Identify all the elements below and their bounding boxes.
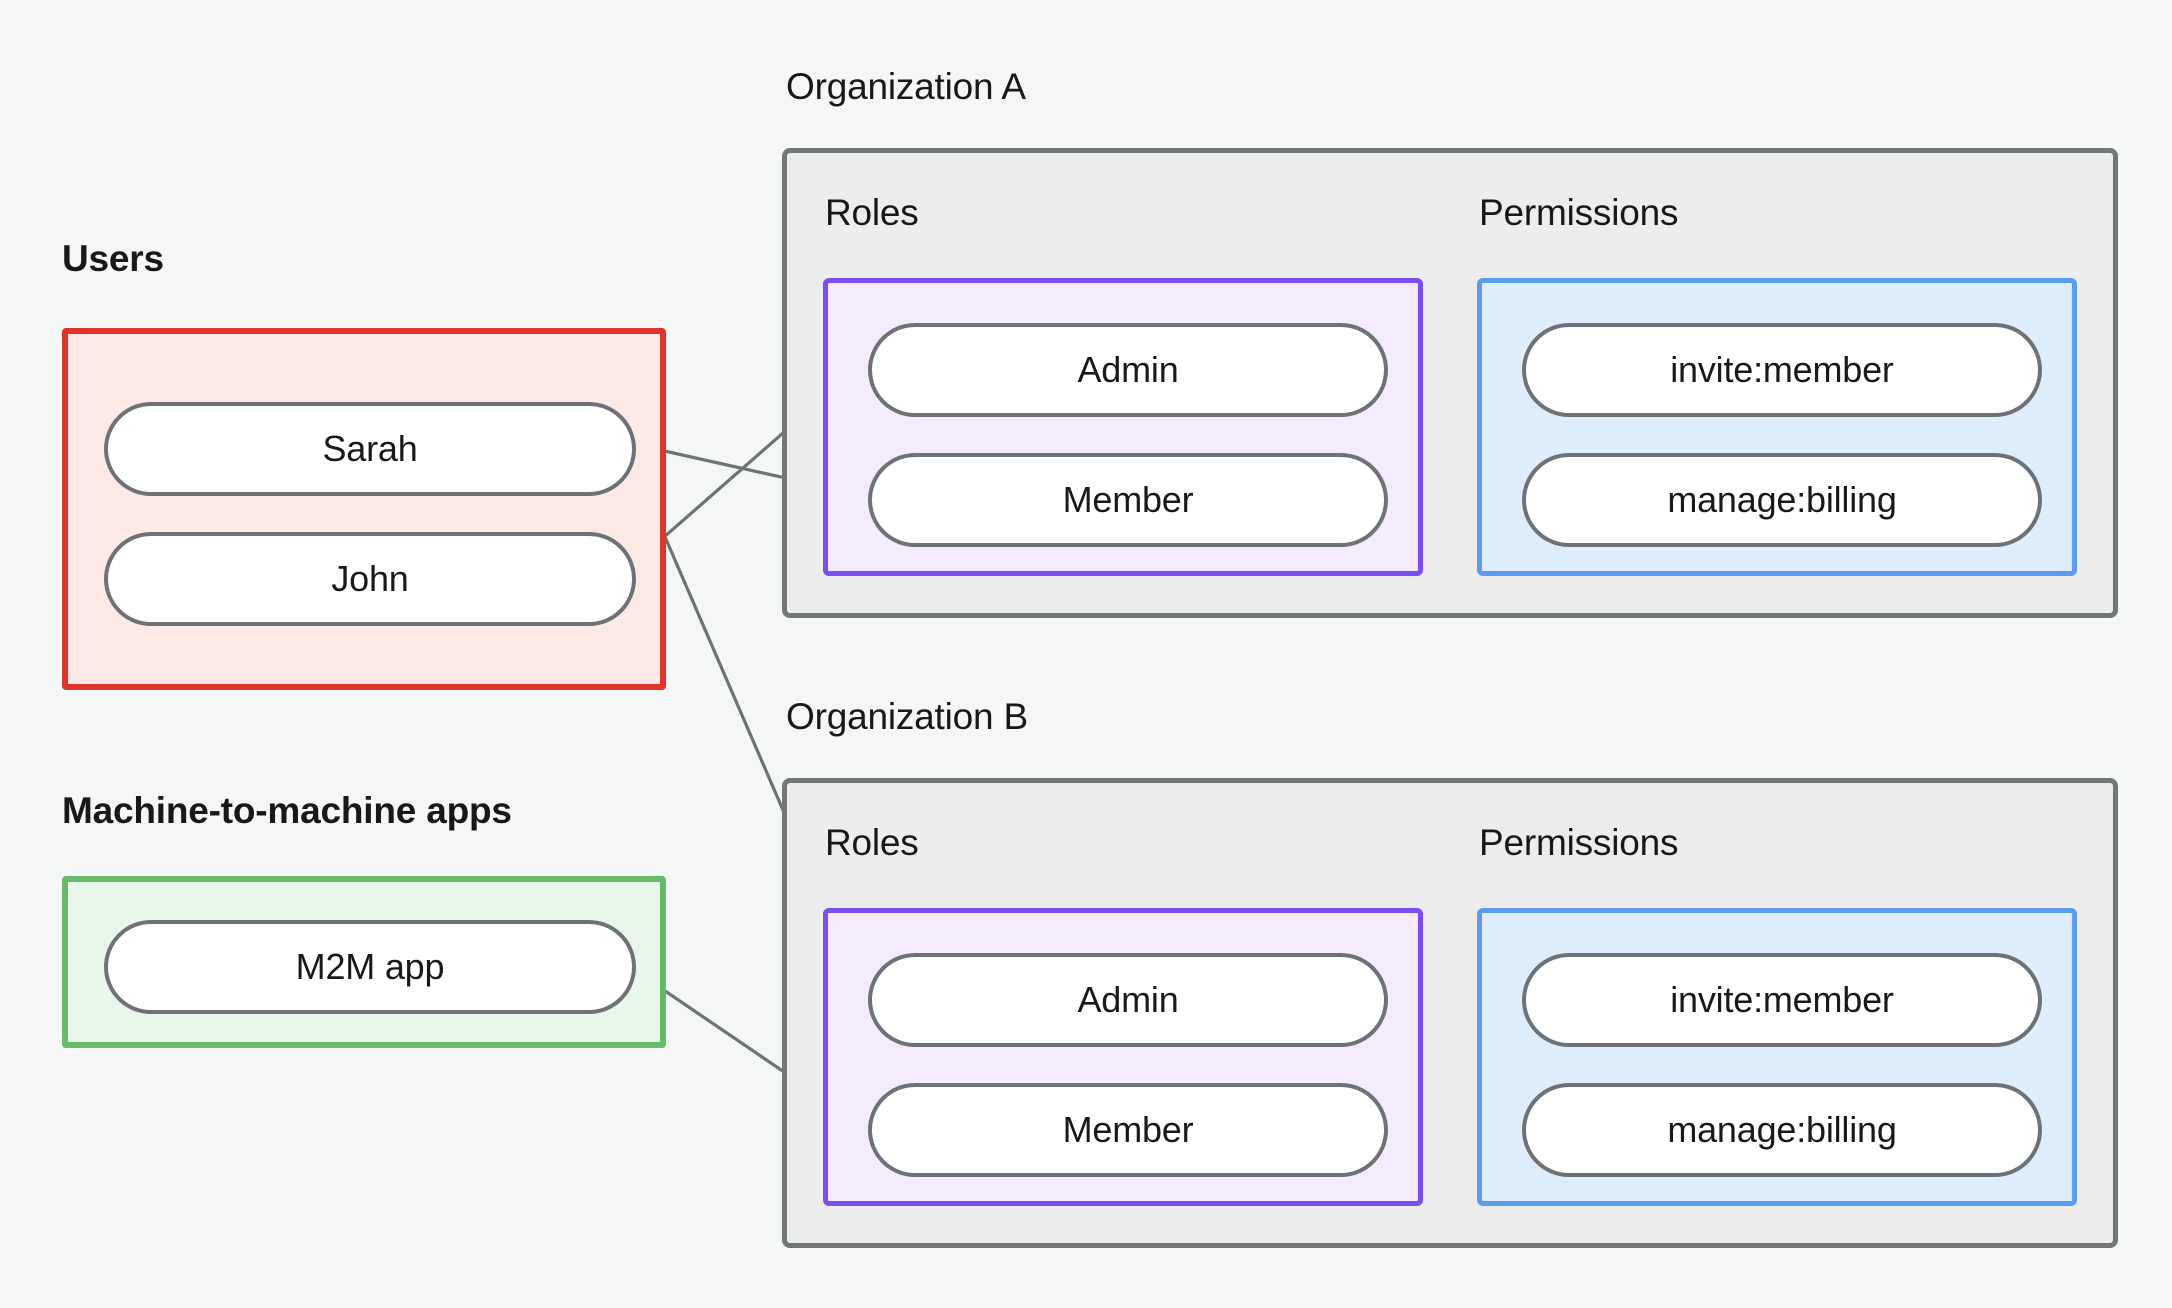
users-caption: Users [62,238,164,279]
m2m-group: M2M app [62,876,666,1048]
org-a-caption: Organization A [786,66,1026,107]
org-a-roles-group: Admin Member [823,278,1423,576]
org-a-roles-caption: Roles [825,192,919,233]
org-a-permission-invite-member[interactable]: invite:member [1522,323,2042,417]
org-b-roles-group: Admin Member [823,908,1423,1206]
user-node-john[interactable]: John [104,532,636,626]
org-a-permissions-group: invite:member manage:billing [1477,278,2077,576]
org-b-permissions-group: invite:member manage:billing [1477,908,2077,1206]
org-a-role-admin[interactable]: Admin [868,323,1388,417]
org-b-roles-caption: Roles [825,822,919,863]
m2m-caption: Machine-to-machine apps [62,790,512,831]
org-b-container: Roles Admin Member Permissions invite:me… [782,778,2118,1248]
org-a-permission-manage-billing[interactable]: manage:billing [1522,453,2042,547]
org-a-role-member[interactable]: Member [868,453,1388,547]
org-b-role-admin[interactable]: Admin [868,953,1388,1047]
org-b-permissions-caption: Permissions [1479,822,1679,863]
org-b-role-member[interactable]: Member [868,1083,1388,1177]
org-a-permissions-caption: Permissions [1479,192,1679,233]
users-group: Sarah John [62,328,666,690]
org-a-container: Roles Admin Member Permissions invite:me… [782,148,2118,618]
m2m-node-app[interactable]: M2M app [104,920,636,1014]
org-b-permission-invite-member[interactable]: invite:member [1522,953,2042,1047]
user-node-sarah[interactable]: Sarah [104,402,636,496]
org-b-permission-manage-billing[interactable]: manage:billing [1522,1083,2042,1177]
org-b-caption: Organization B [786,696,1028,737]
